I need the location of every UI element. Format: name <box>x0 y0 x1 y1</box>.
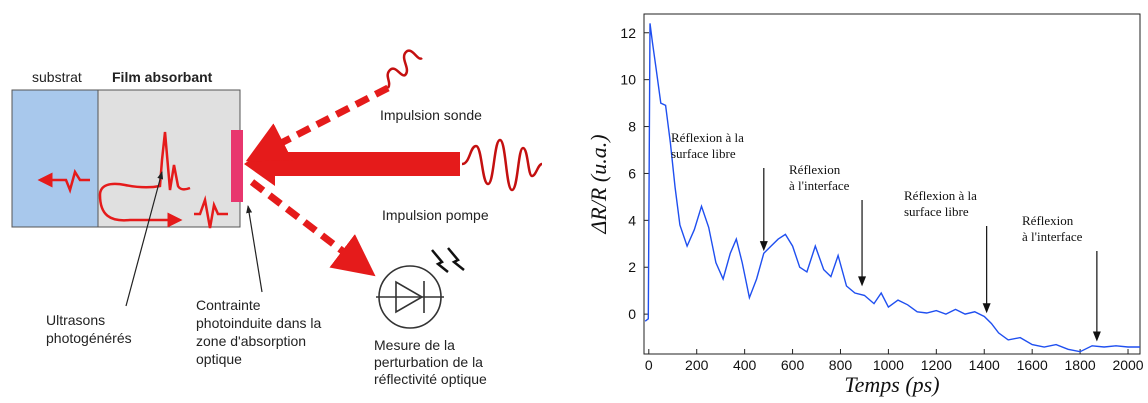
y-axis-ticks: 0 2 4 6 8 10 12 <box>620 25 649 322</box>
probe-beam-reflected <box>249 179 376 277</box>
probe-label: Impulsion sonde <box>380 107 482 123</box>
x-tick-label: 0 <box>645 357 653 373</box>
y-tick-label: 4 <box>628 212 636 228</box>
annotation-line: surface libre <box>904 204 969 219</box>
pump-label: Impulsion pompe <box>382 207 489 223</box>
ultrasound-wave-near-surface <box>194 195 228 229</box>
light-rays-icon <box>431 247 465 273</box>
absorbing-film-block <box>97 89 241 228</box>
x-tick-label: 1800 <box>1065 357 1096 373</box>
annotation-arrow-head <box>982 303 991 314</box>
x-axis-label: Temps (ps) <box>844 372 939 397</box>
annotation-line: Réflexion <box>1022 213 1074 228</box>
probe-pulse-icon <box>386 49 423 89</box>
annotation-arrow-head <box>1092 331 1101 342</box>
plot-frame <box>643 13 1141 355</box>
x-axis-ticks: 0 200 400 600 800 1000 1200 1400 1600 1800 2000 <box>645 349 1144 373</box>
y-tick-label: 10 <box>620 72 636 88</box>
annotation-arrow-head <box>759 241 768 252</box>
x-tick-label: 1200 <box>921 357 952 373</box>
annotation-line: à l'interface <box>789 178 850 193</box>
laser-ultrasonics-diagram: substrat Film absorbant Impulsion sonde … <box>11 49 543 387</box>
x-tick-label: 1000 <box>873 357 904 373</box>
y-axis-label: ΔR/R (u.a.) <box>586 134 611 234</box>
ultrasound-pointer <box>125 171 164 307</box>
annotation-line: à l'interface <box>1022 229 1083 244</box>
x-tick-label: 600 <box>781 357 805 373</box>
annotation-line: Réflexion à la <box>904 188 977 203</box>
ultrasound-wave-in-film <box>98 131 191 196</box>
substrate-label: substrat <box>32 69 82 85</box>
reflectivity-chart: 0 200 400 600 800 1000 1200 1400 1600 1800 2000 0 2… <box>586 13 1144 397</box>
transmitted-wave-substrate <box>37 168 90 194</box>
reflected-wave-path <box>98 194 183 228</box>
series-line-reflectivity <box>644 23 1140 353</box>
x-tick-label: 200 <box>685 357 709 373</box>
y-tick-label: 12 <box>620 25 636 41</box>
pump-beam-arrow <box>244 142 460 186</box>
photodiode-icon <box>376 265 444 329</box>
x-tick-label: 800 <box>829 357 853 373</box>
ultrasound-label: Ultrasons photogénérés <box>46 312 132 346</box>
substrate-block <box>11 89 99 228</box>
stress-label: Contrainte photoinduite dans la zone d'a… <box>196 297 325 367</box>
annotation-line: surface libre <box>671 146 736 161</box>
x-tick-label: 1600 <box>1017 357 1048 373</box>
probe-beam-incident <box>245 84 390 162</box>
measure-label: Mesure de la perturbation de la réflecti… <box>374 337 487 387</box>
annotation-line: Réflexion <box>789 162 841 177</box>
x-tick-label: 1400 <box>969 357 1000 373</box>
annotation-line: Réflexion à la <box>671 130 744 145</box>
annotation-arrow-head <box>858 276 867 287</box>
stress-pointer <box>246 205 263 293</box>
pump-pulse-icon <box>461 138 543 192</box>
x-tick-label: 400 <box>733 357 757 373</box>
y-tick-label: 0 <box>628 306 636 322</box>
y-tick-label: 6 <box>628 165 636 181</box>
y-tick-label: 8 <box>628 119 636 135</box>
x-tick-label: 2000 <box>1112 357 1143 373</box>
y-tick-label: 2 <box>628 259 636 275</box>
photoinduced-stress-zone <box>231 130 243 202</box>
film-label: Film absorbant <box>112 69 213 85</box>
